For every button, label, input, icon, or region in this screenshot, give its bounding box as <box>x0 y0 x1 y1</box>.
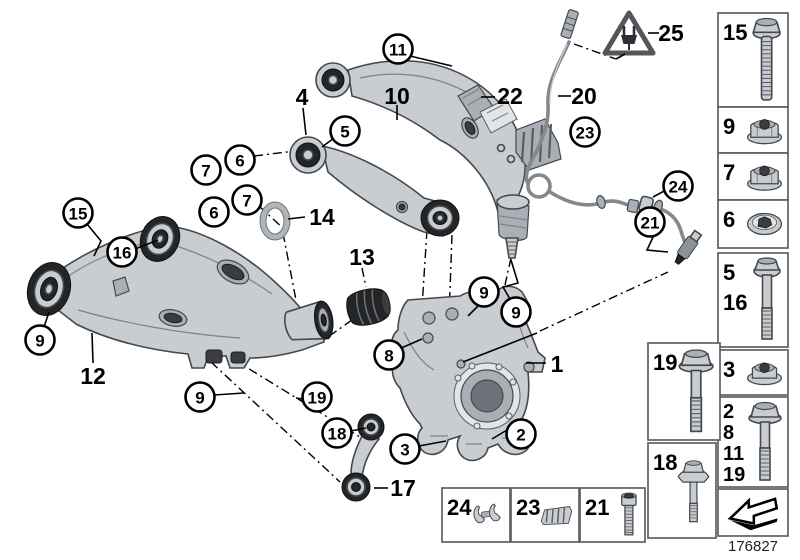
legend-number: 21 <box>585 495 609 520</box>
legend-number: 9 <box>723 114 735 139</box>
upper-wishbone <box>289 136 460 237</box>
legend-number: 8 <box>723 422 734 444</box>
legend-box-7[interactable]: 7 <box>717 152 789 201</box>
callout-circle-9[interactable]: 9 <box>184 381 216 413</box>
legend-number: 24 <box>447 495 472 520</box>
legend-box-6[interactable]: 6 <box>717 199 789 249</box>
callout-circle-9[interactable]: 9 <box>468 276 500 308</box>
callout-number: 9 <box>195 389 204 408</box>
callout-number: 5 <box>340 123 349 142</box>
callout-circle-24[interactable]: 24 <box>662 170 694 202</box>
legend-number: 16 <box>723 290 747 315</box>
callout-circle-2[interactable]: 2 <box>505 418 537 450</box>
part-label-14[interactable]: 14 <box>309 204 335 230</box>
callout-number: 3 <box>400 441 409 460</box>
callout-circle-6[interactable]: 6 <box>224 144 256 176</box>
callout-number: 7 <box>242 192 251 211</box>
callout-circle-19[interactable]: 19 <box>301 381 333 413</box>
callout-circle-7[interactable]: 7 <box>231 184 263 216</box>
legend-box-3[interactable]: 3 <box>717 349 789 396</box>
legend-box-15[interactable]: 15 <box>717 12 789 108</box>
part-label-1[interactable]: 1 <box>551 351 564 377</box>
part-label-4[interactable]: 4 <box>296 84 309 110</box>
part-label-20[interactable]: 20 <box>571 83 597 109</box>
legend-box-21[interactable]: 21 <box>579 487 646 543</box>
callout-number: 6 <box>235 152 244 171</box>
callout-circle-5[interactable]: 5 <box>329 115 361 147</box>
legend-number: 7 <box>723 160 735 185</box>
abs-sensor-head <box>674 229 703 265</box>
legend-box-18[interactable]: 18 <box>647 442 717 539</box>
callout-number: 9 <box>511 304 520 323</box>
part-label-25[interactable]: 25 <box>658 20 684 46</box>
legend-number: 5 <box>723 260 735 285</box>
callout-number: 11 <box>389 41 407 60</box>
callout-circle-8[interactable]: 8 <box>373 339 405 371</box>
callout-circle-9[interactable]: 9 <box>24 324 56 356</box>
rubber-mount-13 <box>346 288 391 326</box>
callout-circle-9[interactable]: 9 <box>500 296 532 328</box>
legend-number: 19 <box>723 464 745 486</box>
rear-bushing <box>26 262 72 316</box>
callout-circle-6[interactable]: 6 <box>198 196 230 228</box>
callout-number: 18 <box>328 425 347 444</box>
travel-direction-box[interactable] <box>717 488 789 537</box>
legend-box-23[interactable]: 23 <box>510 487 580 543</box>
legend-number: 11 <box>723 443 744 465</box>
legend-box-19[interactable]: 19 <box>647 342 721 441</box>
callout-circle-16[interactable]: 16 <box>106 236 138 268</box>
callout-number: 8 <box>384 347 393 366</box>
callout-number: 24 <box>669 178 688 197</box>
callout-number: 7 <box>201 162 210 181</box>
part-label-22[interactable]: 22 <box>497 83 523 109</box>
legend-number: 2 <box>723 401 734 423</box>
o-ring <box>259 201 291 241</box>
part-label-17[interactable]: 17 <box>390 475 416 501</box>
stabilizer-link <box>341 413 385 502</box>
callout-number: 9 <box>35 332 44 351</box>
callout-circle-21[interactable]: 21 <box>634 206 666 238</box>
callout-circle-11[interactable]: 11 <box>382 33 414 65</box>
nut-flange-icon <box>746 118 783 145</box>
callout-circle-15[interactable]: 15 <box>62 197 94 229</box>
arm-end-bushing <box>284 300 334 341</box>
callout-number: 9 <box>479 284 488 303</box>
legend-number: 15 <box>723 20 747 45</box>
callout-number: 6 <box>209 204 218 223</box>
callout-number: 21 <box>641 214 660 233</box>
part-label-10[interactable]: 10 <box>384 83 410 109</box>
callout-number: 16 <box>113 244 132 263</box>
legend-number: 18 <box>653 450 677 475</box>
legend-number: 19 <box>653 350 677 375</box>
front-bushing <box>139 216 181 262</box>
callout-circle-23[interactable]: 23 <box>569 116 601 148</box>
legend-number: 6 <box>723 207 735 232</box>
callout-number: 23 <box>576 124 595 143</box>
plug-icon <box>622 26 636 35</box>
callout-number: 2 <box>516 426 525 445</box>
part-label-13[interactable]: 13 <box>349 244 375 270</box>
legend-box-9[interactable]: 9 <box>717 106 789 154</box>
wheel-carrier <box>390 285 546 462</box>
callout-circle-7[interactable]: 7 <box>190 154 222 186</box>
washer-icon <box>746 212 783 236</box>
callout-circle-3[interactable]: 3 <box>389 433 421 465</box>
callout-circle-18[interactable]: 18 <box>321 417 353 449</box>
nut-flange-icon <box>746 165 783 191</box>
legend-number: 3 <box>723 357 735 382</box>
warning-triangle <box>602 10 656 60</box>
part-label-12[interactable]: 12 <box>80 363 106 389</box>
callout-number: 19 <box>308 389 327 408</box>
legend-number: 23 <box>516 495 540 520</box>
legend-box-24[interactable]: 24 <box>441 487 511 543</box>
legend-box-5-16[interactable]: 516 <box>717 252 789 348</box>
callout-number: 15 <box>69 205 88 224</box>
diagram-number: 176827 <box>728 538 778 555</box>
